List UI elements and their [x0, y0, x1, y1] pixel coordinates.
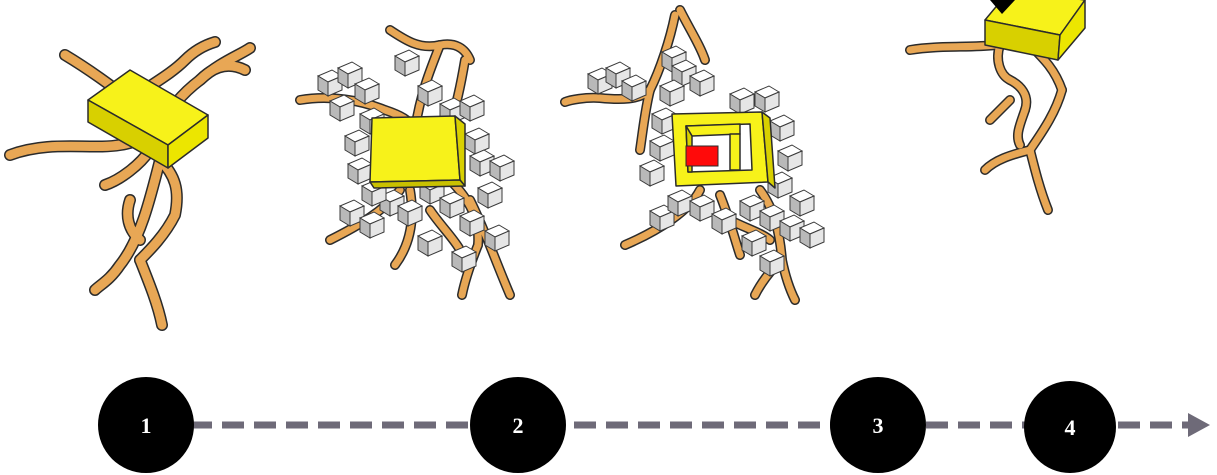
- step-1-label: 1: [141, 413, 152, 438]
- courtyard-red-square: [685, 145, 719, 167]
- step-4-marker: 4: [1024, 381, 1116, 473]
- timeline-arrow-head-icon: [1188, 413, 1210, 437]
- step-3-marker: 3: [830, 377, 926, 473]
- yellow-block: [984, 0, 1086, 61]
- step-1-marker: 1: [98, 377, 194, 473]
- black-arrow-icon: [990, 0, 1015, 14]
- yellow-block: [87, 69, 209, 169]
- road-network: [905, 37, 1067, 215]
- stage-3-illustration: [560, 5, 825, 305]
- step-3-label: 3: [873, 413, 884, 438]
- step-2-marker: 2: [470, 377, 566, 473]
- stage-1-illustration: [4, 36, 256, 331]
- step-2-label: 2: [513, 413, 524, 438]
- timeline: 1 2 3 4: [98, 377, 1210, 473]
- step-4-label: 4: [1065, 415, 1076, 440]
- stage-2-illustration: [295, 25, 515, 300]
- yellow-block: [369, 115, 466, 189]
- stage-4-illustration: [905, 0, 1086, 215]
